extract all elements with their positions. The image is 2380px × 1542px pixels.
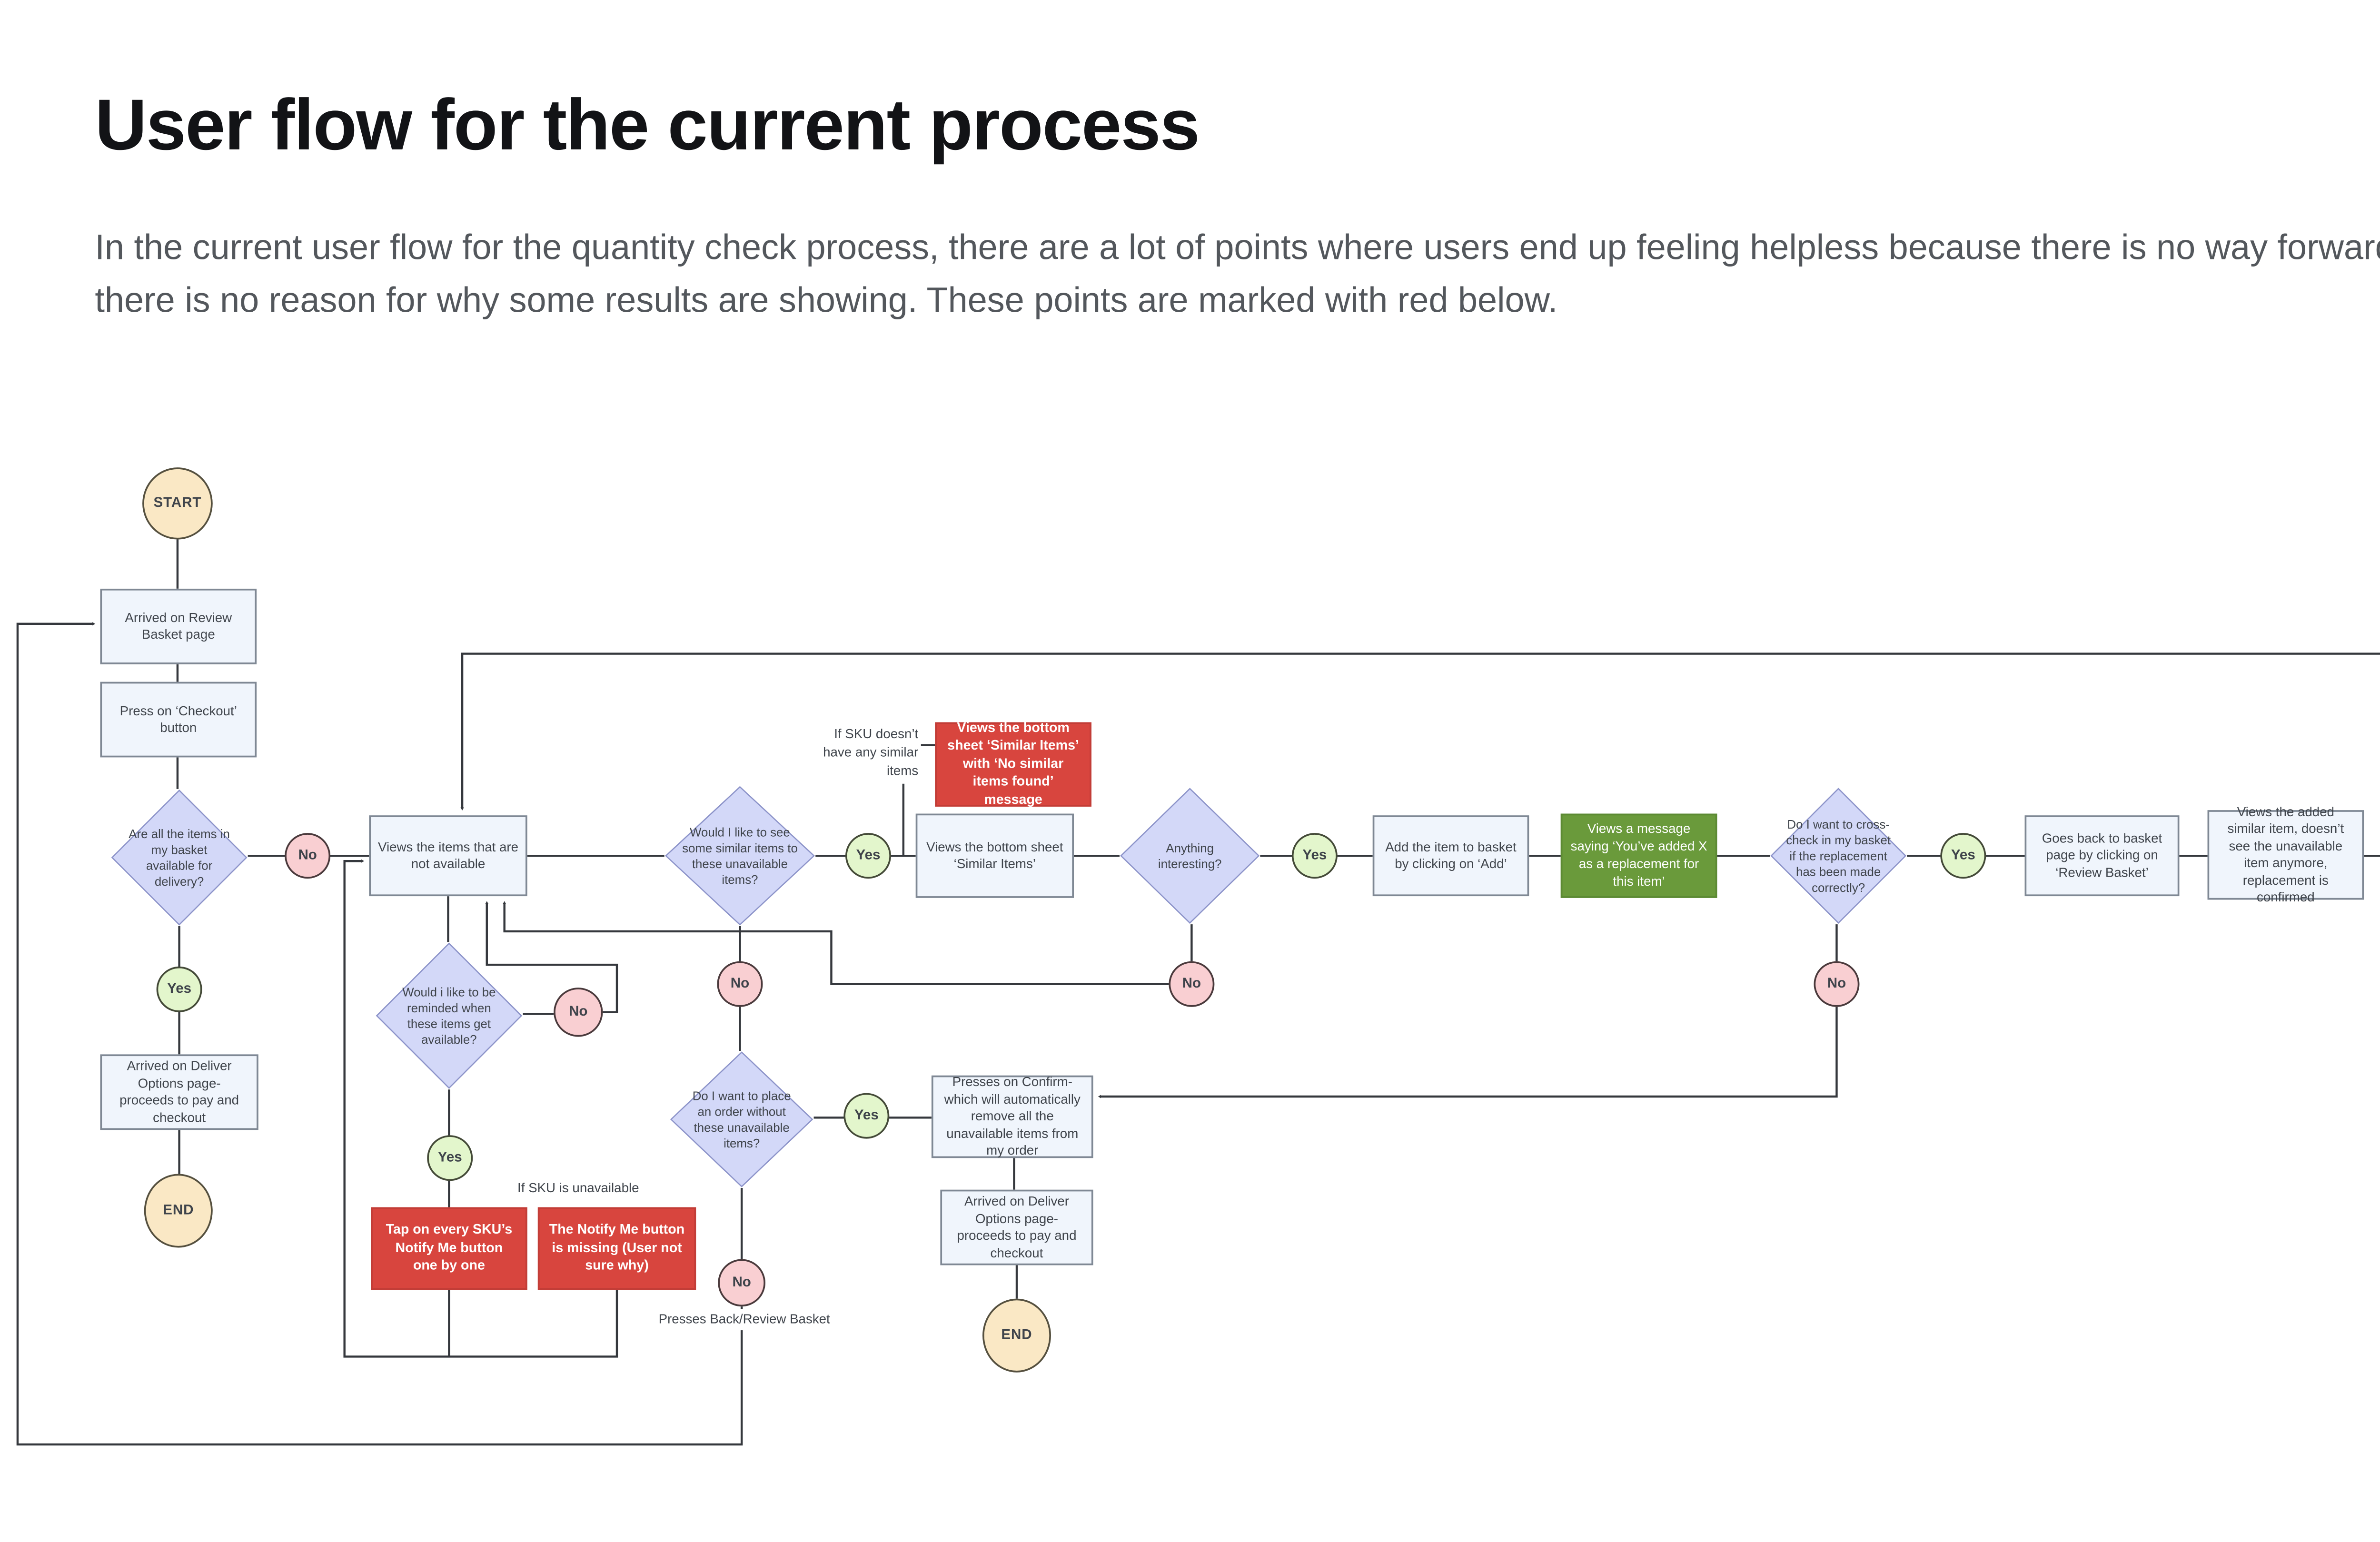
decision-label: Do I want to place an order without thes… <box>692 1088 791 1150</box>
goes-back-to-basket-box: Goes back to basket page by clicking on … <box>2024 815 2180 897</box>
views-bottom-sheet-box: Views the bottom sheet ‘Similar Items’ <box>915 813 1074 898</box>
diamond-shape <box>664 785 816 926</box>
decision-label: Do I want to cross-check in my basket if… <box>1786 817 1891 895</box>
no-circle-availability: No <box>285 833 331 879</box>
diamond-shape <box>1770 787 1907 924</box>
e-notify-loop <box>343 861 618 1358</box>
add-item-to-basket-box: Add the item to basket by clicking on ‘A… <box>1372 815 1529 897</box>
red-notify-missing-box: The Notify Me button is missing (User no… <box>537 1207 696 1290</box>
decision-label: Would i like to be reminded when these i… <box>402 984 496 1047</box>
yes-circle-availability: Yes <box>156 966 202 1012</box>
e-qc-loop-top <box>462 652 2380 812</box>
decision-see-similar-items: Would I like to see some similar items t… <box>664 785 816 926</box>
yes-circle-crosscheck: Yes <box>1940 833 1986 879</box>
no-circle-reminder: No <box>554 988 603 1037</box>
decision-be-reminded: Would i like to be reminded when these i… <box>375 942 523 1089</box>
arrived-review-basket-box: Arrived on Review Basket page <box>100 588 257 664</box>
edge-label-no-similar-sku: If SKU doesn’t have any similar items <box>805 724 921 784</box>
e-no-reminder-return <box>487 903 618 1013</box>
decision-label: Anything interesting? <box>1158 840 1222 871</box>
presses-confirm-box: Presses on Confirm- which will automatic… <box>931 1075 1093 1158</box>
no-circle-placeorder: No <box>718 1259 765 1307</box>
edge-label-sku-unavailable: If SKU is unavailable <box>517 1181 639 1196</box>
views-added-item-box: Views the added similar item, doesn’t se… <box>2207 804 2364 905</box>
e-no-crosscheck-return <box>1100 1007 1838 1097</box>
yes-circle-similar: Yes <box>845 833 891 879</box>
page-description: In the current user flow for the quantit… <box>95 228 2380 320</box>
press-checkout-box: Press on ‘Checkout’ button <box>100 682 257 758</box>
yes-circle-reminder: Yes <box>427 1135 473 1181</box>
arrived-deliver-options-box-mid: Arrived on Deliver Options page- proceed… <box>940 1189 1093 1265</box>
e-back-big-loop <box>16 624 743 1446</box>
diamond-shape <box>670 1051 814 1188</box>
decision-label: Are all the items in my basket available… <box>129 826 230 889</box>
red-no-similar-items-box: Views the bottom sheet ‘Similar Items’ w… <box>935 721 1091 807</box>
no-circle-similar: No <box>717 961 763 1007</box>
decision-place-order: Do I want to place an order without thes… <box>670 1051 814 1188</box>
decision-items-available: Are all the items in my basket available… <box>111 789 248 926</box>
diamond-shape <box>1120 787 1260 924</box>
e-no-interesting-return <box>505 903 1169 985</box>
arrived-deliver-options-box-left: Arrived on Deliver Options page- proceed… <box>100 1054 258 1130</box>
edge-label-presses-back: Presses Back/Review Basket <box>654 1309 835 1331</box>
no-circle-interesting: No <box>1169 961 1215 1007</box>
start-node: START <box>142 467 213 540</box>
page-title: User flow for the current process <box>95 85 1200 166</box>
green-replacement-message-box: Views a message saying ‘You’ve added X a… <box>1560 813 1717 898</box>
decision-anything-interesting: Anything interesting? <box>1120 787 1260 924</box>
no-circle-crosscheck: No <box>1814 961 1860 1007</box>
views-unavailable-items-box: Views the items that are not available <box>369 815 527 897</box>
diamond-shape <box>111 789 248 926</box>
end-node-left: END <box>144 1174 213 1248</box>
end-node-mid: END <box>982 1298 1051 1373</box>
yes-circle-placeorder: Yes <box>843 1093 890 1139</box>
decision-cross-check: Do I want to cross-check in my basket if… <box>1770 787 1907 924</box>
decision-label: Would I like to see some similar items t… <box>682 824 798 887</box>
diamond-shape <box>375 942 523 1089</box>
red-tap-notify-me-box: Tap on every SKU’s Notify Me button one … <box>371 1207 527 1290</box>
yes-circle-interesting: Yes <box>1291 833 1338 879</box>
